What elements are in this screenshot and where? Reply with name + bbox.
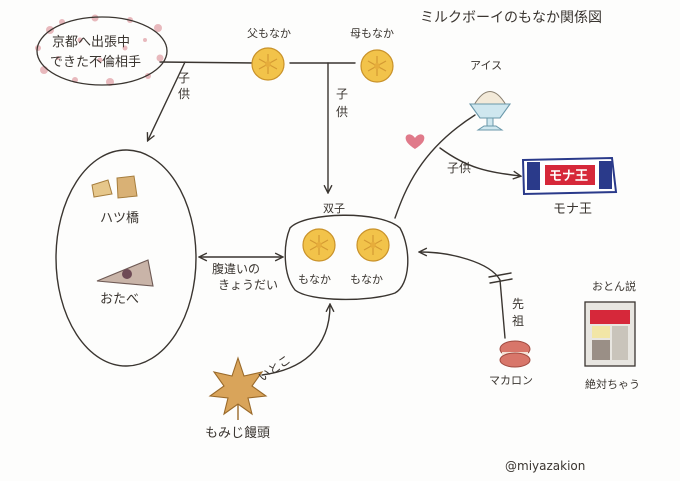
- monaka-icon: [360, 49, 394, 83]
- monaka-icon: [302, 228, 336, 262]
- yatsuhashi-label: ハツ橋: [100, 211, 139, 226]
- father-label: 父もなか: [247, 27, 291, 40]
- twins-outline: [284, 214, 409, 301]
- edge-label-child-parents: 子 供: [336, 87, 348, 119]
- twins-node: 双子 もなか もなか: [284, 202, 409, 301]
- edge-label-child-affair: 子 供: [178, 71, 190, 101]
- line-twins-ice: [394, 114, 476, 219]
- monaou-node: モナ王 モナ王: [521, 156, 618, 217]
- yatsuhashi-icon: [91, 175, 138, 199]
- connections: [148, 61, 520, 376]
- affair-line-1: 京都へ出張中: [52, 35, 130, 50]
- break-mark-2: [489, 278, 513, 284]
- kyoto-sweets-group: ハツ橋 おたべ: [55, 149, 197, 367]
- edge-label-half-siblings-1: 腹違いの: [212, 262, 260, 276]
- edge-ancestor-1: 先: [512, 297, 524, 311]
- ice-cream-icon: [468, 91, 512, 131]
- affair-note-text: 京都へ出張中 できた不倫相手: [50, 35, 141, 70]
- oton-setsu-node: おとん説 絶対ちゃう: [584, 279, 640, 391]
- credit-text: @miyazakion: [505, 459, 585, 473]
- edge-child-parents-2: 供: [336, 105, 348, 119]
- monaka-icon: [356, 228, 390, 262]
- edge-ancestor-2: 祖: [512, 313, 524, 328]
- line-affair-father: [159, 61, 256, 64]
- momiji-node: もみじ饅頭: [205, 356, 270, 441]
- edge-label-ancestor: 先 祖: [512, 297, 524, 328]
- otabe-icon: [96, 259, 154, 287]
- package-icon: [584, 301, 636, 367]
- zettai-label: 絶対ちゃう: [585, 377, 640, 391]
- heart-icon: [405, 134, 425, 149]
- mother-node: 母もなか: [350, 27, 394, 83]
- arrow-ancestor: [420, 252, 506, 339]
- arrow-child-ice: [439, 147, 520, 176]
- mother-label: 母もなか: [350, 27, 394, 40]
- affair-line-2: できた不倫相手: [50, 55, 141, 70]
- affair-note: 京都へ出張中 できた不倫相手: [35, 14, 168, 86]
- twin-2-label: もなか: [350, 273, 383, 286]
- monaou-label: モナ王: [553, 202, 592, 217]
- otabe-label: おたべ: [100, 292, 139, 307]
- ice-label: アイス: [470, 59, 502, 72]
- twins-label: 双子: [323, 202, 345, 215]
- edge-label-child-ice: 子供: [447, 161, 471, 175]
- arrow-cousin: [261, 305, 330, 376]
- monaka-icon: [251, 47, 285, 81]
- macaron-node: マカロン: [489, 340, 533, 387]
- edge-child-affair-2: 供: [178, 87, 190, 101]
- arrow-child-affair: [148, 61, 186, 140]
- edge-child-affair-1: 子: [178, 71, 190, 85]
- monaou-icon: モナ王: [521, 156, 618, 196]
- edge-label-half-siblings-2: きょうだい: [218, 278, 278, 292]
- diagram-title: ミルクボーイのもなか関係図: [420, 10, 602, 26]
- macaron-label: マカロン: [489, 374, 533, 387]
- macaron-icon: [499, 340, 531, 368]
- oton-setsu-label: おとん説: [592, 279, 636, 293]
- monaou-brand-text: モナ王: [549, 169, 588, 184]
- father-node: 父もなか: [247, 27, 291, 81]
- break-mark-1: [488, 272, 512, 278]
- edge-child-parents-1: 子: [336, 87, 348, 101]
- twin-1-label: もなか: [298, 273, 331, 286]
- momiji-label: もみじ饅頭: [205, 426, 270, 441]
- ice-node: アイス: [468, 59, 512, 131]
